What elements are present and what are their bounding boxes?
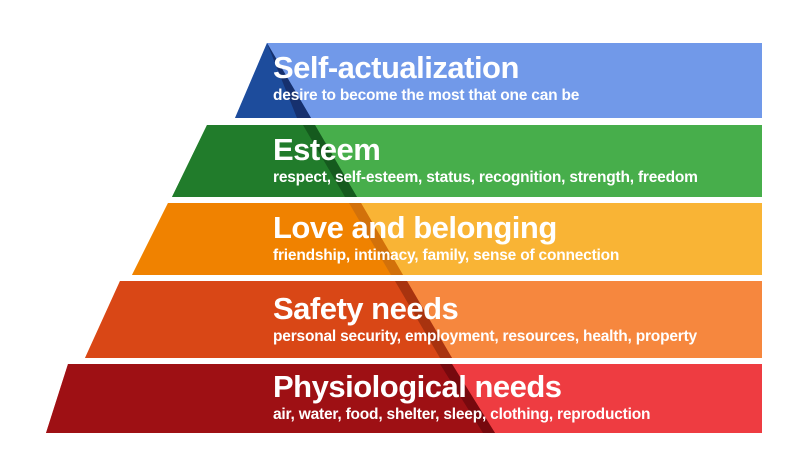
- tier-description: desire to become the most that one can b…: [273, 87, 580, 104]
- tier-title: Love and belonging: [273, 210, 557, 245]
- tier-description: respect, self-esteem, status, recognitio…: [273, 169, 698, 186]
- pyramid-face-shape: [85, 281, 452, 358]
- tier-self-actualization: Self-actualization desire to become the …: [0, 43, 800, 118]
- tier-text: Safety needs personal security, employme…: [273, 281, 756, 346]
- tier-description: personal security, employment, resources…: [273, 328, 697, 345]
- tier-text: Self-actualization desire to become the …: [273, 43, 756, 105]
- tier-description: air, water, food, shelter, sleep, clothi…: [273, 406, 651, 423]
- tier-esteem: Esteem respect, self-esteem, status, rec…: [0, 125, 800, 197]
- tier-description: friendship, intimacy, family, sense of c…: [273, 247, 620, 264]
- tier-physiological-needs: Physiological needs air, water, food, sh…: [0, 364, 800, 433]
- tier-safety-needs: Safety needs personal security, employme…: [0, 281, 800, 358]
- tier-title: Esteem: [273, 132, 381, 167]
- tier-love-and-belonging: Love and belonging friendship, intimacy,…: [0, 203, 800, 275]
- tier-band-shape: [235, 43, 762, 118]
- tier-text: Physiological needs air, water, food, sh…: [273, 364, 756, 424]
- tier-title: Safety needs: [273, 291, 459, 326]
- tier-text: Love and belonging friendship, intimacy,…: [273, 203, 756, 265]
- tier-text: Esteem respect, self-esteem, status, rec…: [273, 125, 756, 187]
- tier-title: Physiological needs: [273, 369, 562, 404]
- tier-title: Self-actualization: [273, 50, 519, 85]
- pyramid-face-shape: [46, 364, 495, 433]
